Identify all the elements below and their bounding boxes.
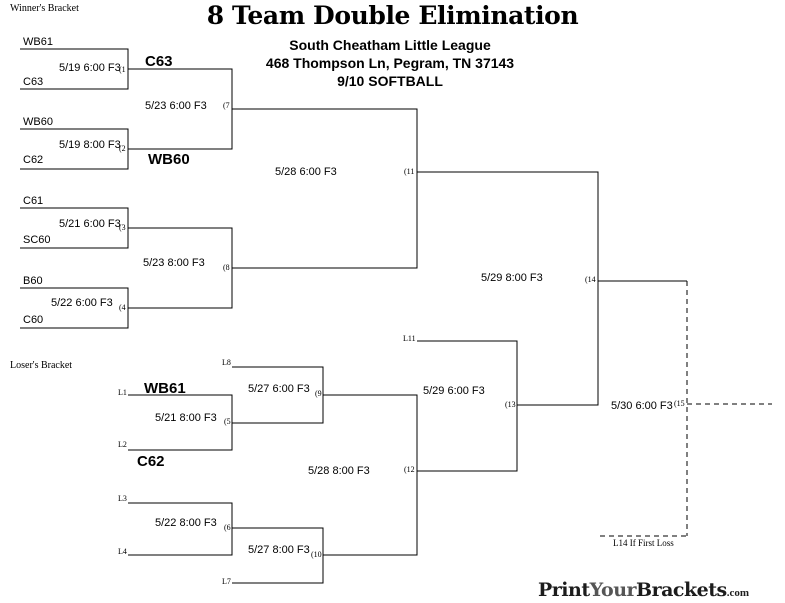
team-slot[interactable]: C60 [23, 314, 44, 326]
team-slot[interactable]: B60 [23, 275, 43, 287]
page-title: 8 Team Double Elimination [206, 1, 579, 30]
game-number: (12 [404, 465, 415, 474]
game-14-lines [417, 171, 599, 406]
team-slot[interactable]: C61 [23, 195, 44, 207]
team-slot[interactable]: WB61 [23, 36, 53, 48]
game-schedule: 5/29 8:00 F3 [481, 272, 543, 284]
game-schedule: 5/19 6:00 F3 [59, 62, 121, 74]
game-schedule: 5/22 8:00 F3 [155, 517, 217, 529]
loser-slot[interactable]: L11 [403, 334, 416, 343]
game-12-lines [323, 394, 418, 556]
game-6-lines [128, 502, 233, 556]
league-address: 468 Thompson Ln, Pegram, TN 37143 [265, 55, 515, 71]
game-schedule: 5/30 6:00 F3 [611, 400, 673, 412]
winners-bracket-label: Winner's Bracket [10, 3, 79, 14]
game-schedule: 5/27 8:00 F3 [248, 544, 310, 556]
game-number: (9 [315, 389, 322, 398]
game-schedule: 5/23 8:00 F3 [143, 257, 205, 269]
loser-slot[interactable]: L8 [222, 358, 231, 367]
game-schedule: 5/28 6:00 F3 [275, 166, 337, 178]
game-schedule: 5/21 8:00 F3 [155, 412, 217, 424]
losers-bracket-label: Loser's Bracket [10, 360, 73, 371]
brand-logo[interactable]: PrintYourBrackets.com [538, 581, 749, 600]
game-number: (13 [505, 400, 516, 409]
game-number: (10 [311, 550, 322, 559]
game-11-lines [232, 108, 418, 269]
team-slot[interactable]: C63 [23, 76, 44, 88]
game-2-winner[interactable]: WB60 [148, 151, 190, 168]
game-number: (14 [585, 275, 596, 284]
division-name: 9/10 SOFTBALL [337, 73, 443, 89]
if-first-loss-note: L14 If First Loss [613, 538, 674, 548]
game-schedule: 5/23 6:00 F3 [145, 100, 207, 112]
league-name: South Cheatham Little League [289, 37, 491, 53]
game-number: (6 [224, 523, 231, 532]
game-number: (3 [119, 223, 126, 232]
game-5-bottom-team[interactable]: C62 [137, 453, 165, 470]
loser-slot[interactable]: L7 [222, 577, 231, 586]
game-schedule: 5/27 6:00 F3 [248, 383, 310, 395]
team-slot[interactable]: SC60 [23, 234, 51, 246]
game-number: (5 [224, 417, 231, 426]
game-schedule: 5/28 8:00 F3 [308, 465, 370, 477]
team-slot[interactable]: WB60 [23, 116, 53, 128]
game-schedule: 5/19 8:00 F3 [59, 139, 121, 151]
brand-logo-part: .com [726, 587, 750, 599]
game-number: (8 [223, 263, 230, 272]
game-number: (1 [119, 65, 126, 74]
game-number: (7 [223, 101, 230, 110]
game-schedule: 5/29 6:00 F3 [423, 385, 485, 397]
loser-slot[interactable]: L4 [118, 547, 127, 556]
loser-slot[interactable]: L3 [118, 494, 127, 503]
game-5-top-team[interactable]: WB61 [144, 380, 186, 397]
game-schedule: 5/21 6:00 F3 [59, 218, 121, 230]
game-1-winner[interactable]: C63 [145, 53, 173, 70]
loser-slot[interactable]: L1 [118, 388, 127, 397]
game-13-lines [417, 340, 518, 472]
brand-logo-part: Print [538, 579, 590, 601]
team-slot[interactable]: C62 [23, 154, 44, 166]
brand-logo-part: Brackets [636, 579, 727, 601]
game-schedule: 5/22 6:00 F3 [51, 297, 113, 309]
game-number: (11 [404, 167, 415, 176]
game-number: (4 [119, 303, 126, 312]
brand-logo-part: Your [589, 579, 637, 601]
game-number: (2 [119, 144, 126, 153]
loser-slot[interactable]: L2 [118, 440, 127, 449]
game-9-lines [232, 366, 324, 424]
game-number: (15 [674, 399, 685, 408]
